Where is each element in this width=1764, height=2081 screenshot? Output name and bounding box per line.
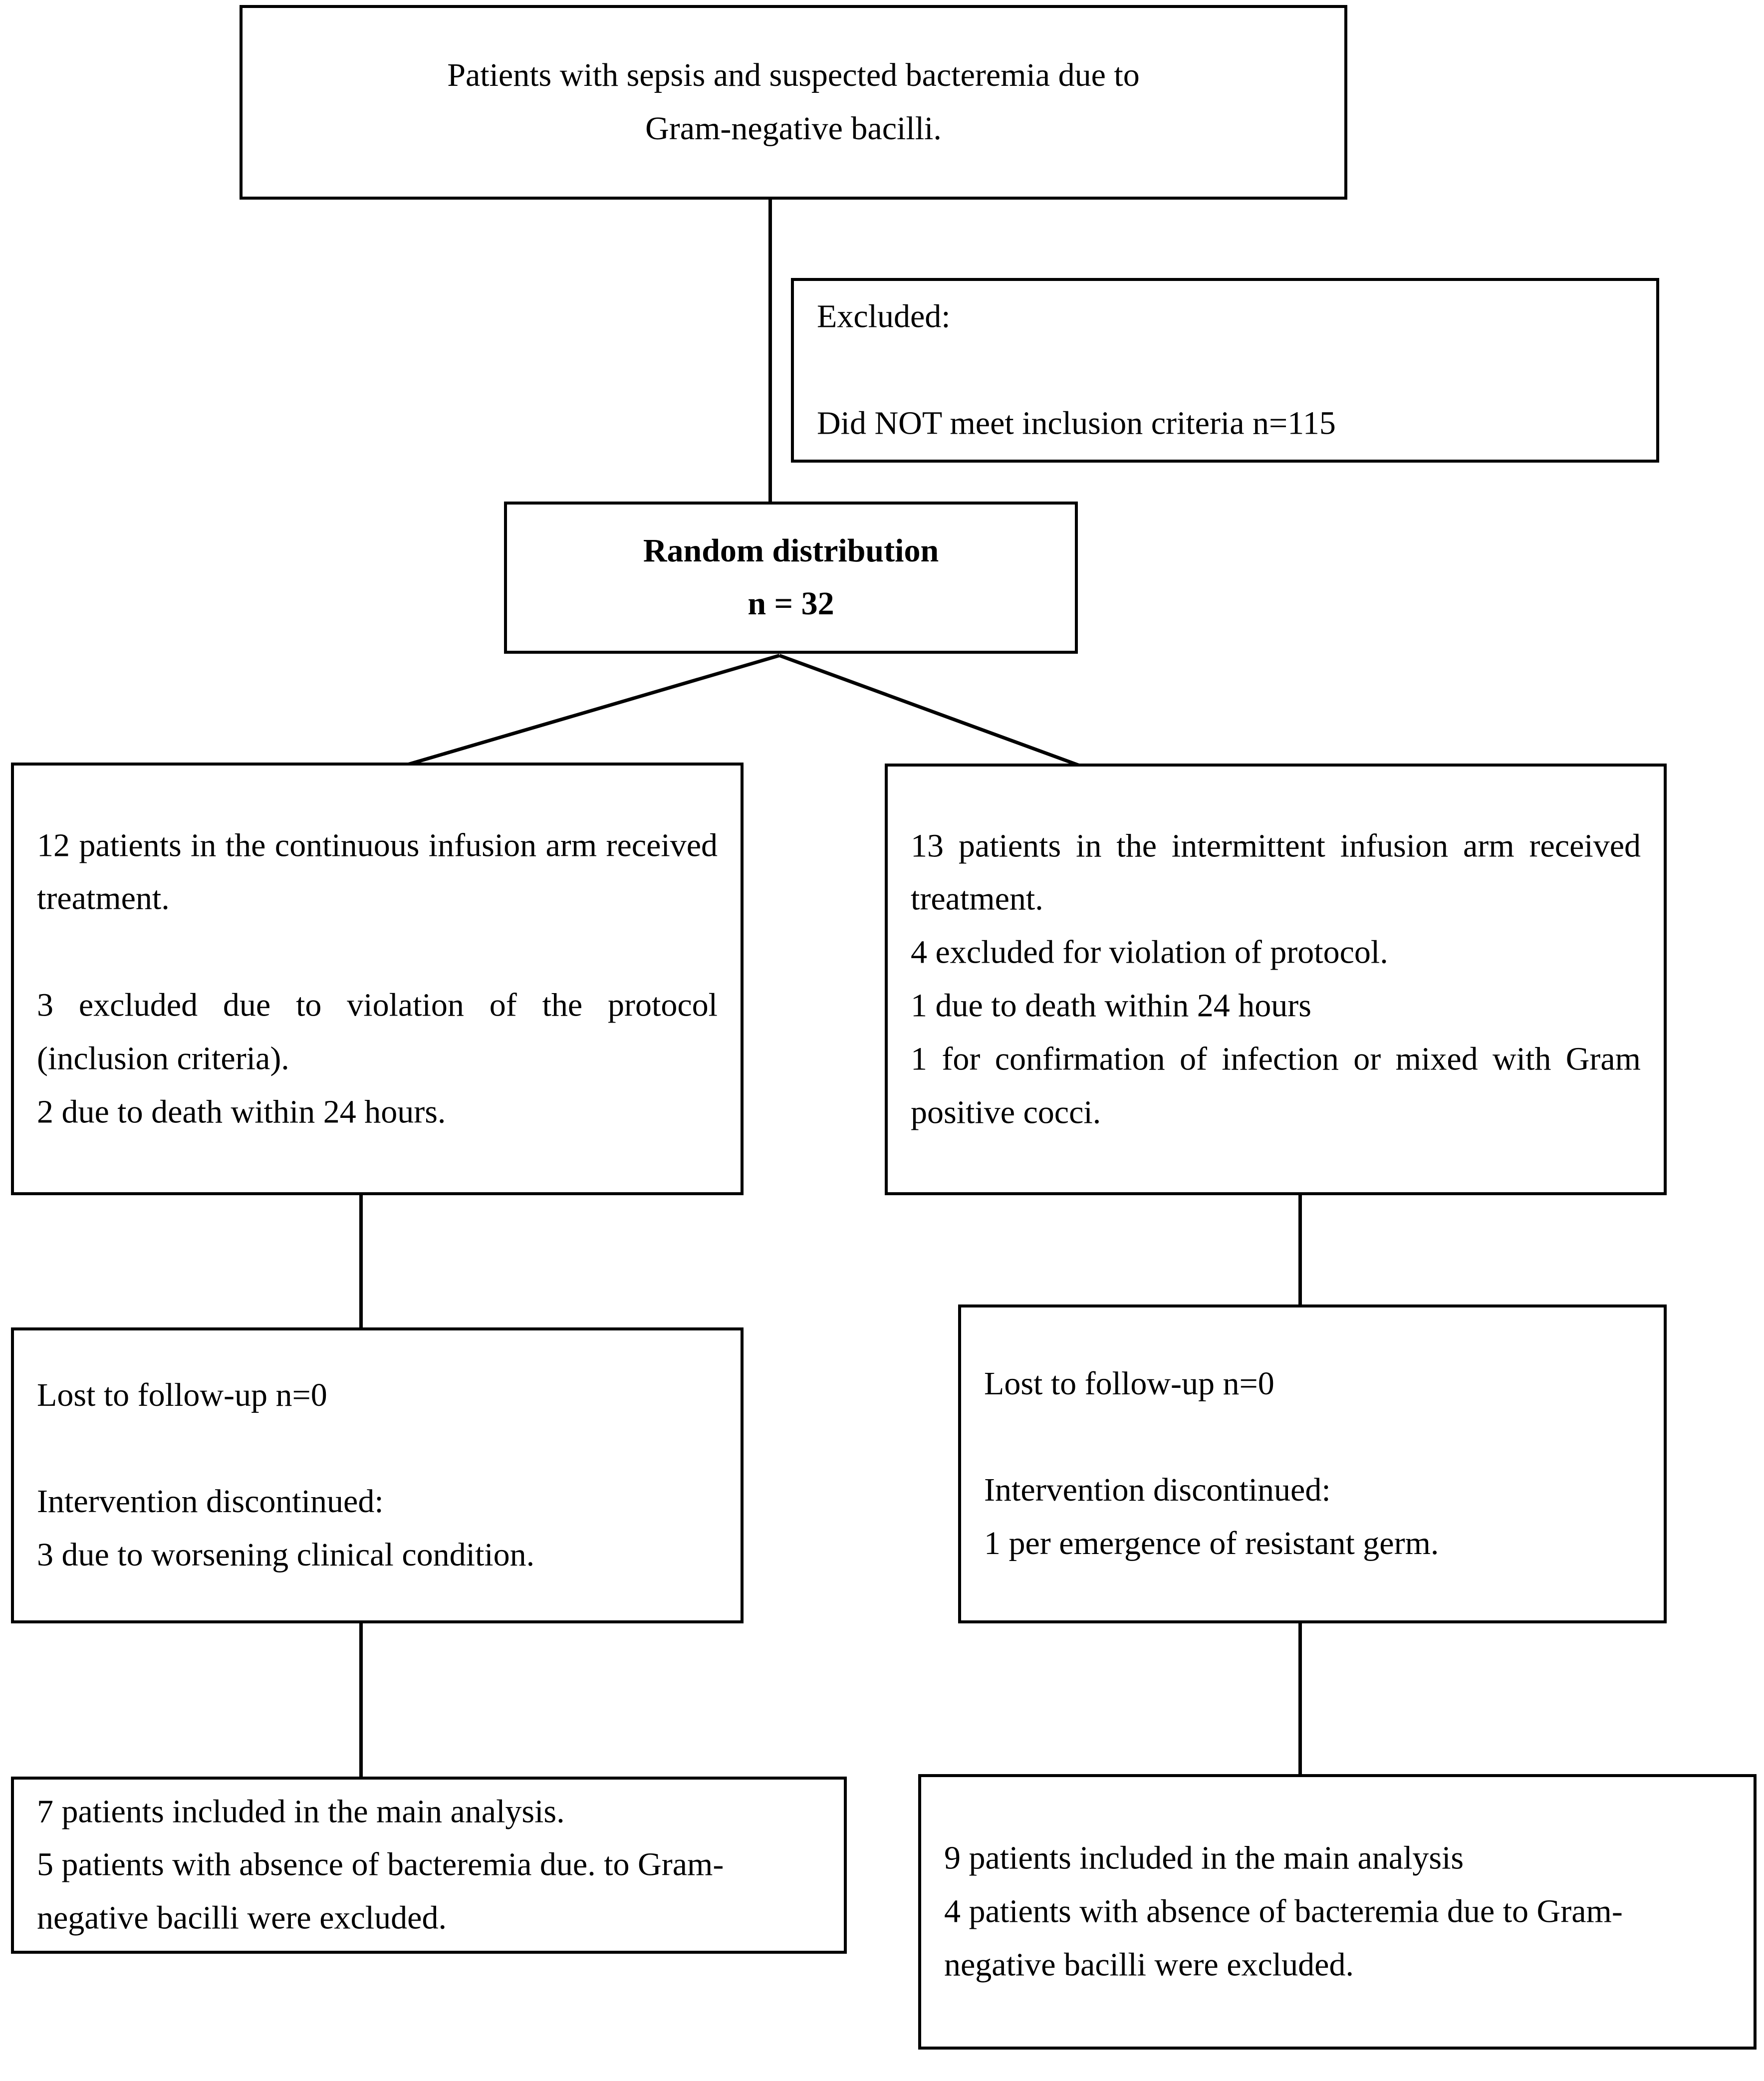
node-continuous-followup: Lost to follow-up n=0 Intervention disco… xyxy=(11,1327,744,1623)
continuous-arm-line-1: 12 patients in the continuous infusion a… xyxy=(37,826,718,917)
node-continuous-analysis: 7 patients included in the main analysis… xyxy=(11,1777,847,1954)
connector-continuous-followup-to-analysis xyxy=(359,1623,363,1778)
node-excluded: Excluded: Did NOT meet inclusion criteri… xyxy=(791,278,1659,463)
intermittent-arm-line-3: 1 due to death within 24 hours xyxy=(911,987,1311,1024)
intermittent-followup-line-3: 1 per emergence of resistant germ. xyxy=(984,1525,1439,1562)
continuous-analysis-line-1: 7 patients included in the main analysis… xyxy=(37,1793,565,1830)
connector-enrollment-to-randomization xyxy=(768,200,772,504)
node-intermittent-followup: Lost to follow-up n=0 Intervention disco… xyxy=(958,1304,1667,1623)
intermittent-arm-line-1: 13 patients in the intermittent infusion… xyxy=(911,827,1641,917)
continuous-arm-line-3: 2 due to death within 24 hours. xyxy=(37,1093,446,1130)
connector-intermittent-arm-to-followup xyxy=(1298,1195,1302,1306)
node-randomization: Random distribution n = 32 xyxy=(504,502,1078,654)
excluded-line-1: Excluded: xyxy=(817,298,951,335)
continuous-analysis-line-2: 5 patients with absence of bacteremia du… xyxy=(37,1846,724,1936)
intermittent-analysis-line-1: 9 patients included in the main analysis xyxy=(944,1839,1464,1876)
intermittent-followup-line-1: Lost to follow-up n=0 xyxy=(984,1365,1274,1402)
connector-fork-left xyxy=(404,654,780,767)
intermittent-arm-line-2: 4 excluded for violation of protocol. xyxy=(911,934,1388,971)
continuous-followup-line-1: Lost to follow-up n=0 xyxy=(37,1376,327,1413)
intermittent-followup-line-2: Intervention discontinued: xyxy=(984,1472,1331,1509)
connector-continuous-arm-to-followup xyxy=(359,1195,363,1329)
continuous-arm-line-2: 3 excluded due to violation of the proto… xyxy=(37,987,718,1077)
node-intermittent-analysis: 9 patients included in the main analysis… xyxy=(918,1774,1757,2050)
node-continuous-arm: 12 patients in the continuous infusion a… xyxy=(11,763,744,1195)
enrollment-line-2: Gram-negative bacilli. xyxy=(645,110,942,147)
connector-fork-right xyxy=(778,654,1080,768)
continuous-followup-line-2: Intervention discontinued: xyxy=(37,1483,384,1520)
continuous-followup-line-3: 3 due to worsening clinical condition. xyxy=(37,1537,535,1573)
randomization-line-2: n = 32 xyxy=(748,585,834,622)
enrollment-line-1: Patients with sepsis and suspected bacte… xyxy=(447,57,1140,94)
node-enrollment: Patients with sepsis and suspected bacte… xyxy=(240,5,1347,200)
intermittent-arm-line-4: 1 for confirmation of infection or mixed… xyxy=(911,1040,1641,1131)
connector-intermittent-followup-to-analysis xyxy=(1298,1623,1302,1776)
randomization-line-1: Random distribution xyxy=(643,532,939,569)
intermittent-analysis-line-2: 4 patients with absence of bacteremia du… xyxy=(944,1893,1623,1983)
excluded-line-2: Did NOT meet inclusion criteria n=115 xyxy=(817,405,1336,442)
node-intermittent-arm: 13 patients in the intermittent infusion… xyxy=(885,764,1667,1195)
